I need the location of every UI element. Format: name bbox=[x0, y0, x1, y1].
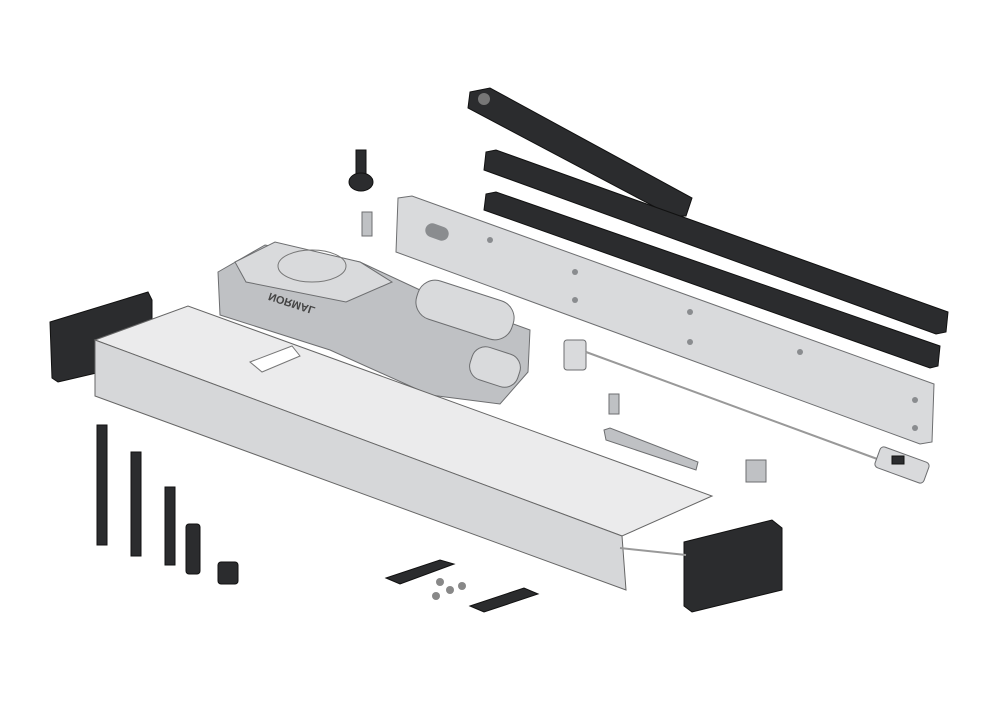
sensor-part bbox=[608, 393, 620, 415]
small-bracket bbox=[745, 459, 767, 483]
cover-profile bbox=[93, 305, 714, 591]
power-supply-cable bbox=[563, 339, 930, 484]
screws bbox=[432, 578, 466, 600]
slide-channel-lower bbox=[483, 191, 941, 369]
slide-channel-upper bbox=[483, 149, 949, 335]
motor-gear-unit: NORMAL bbox=[217, 241, 531, 405]
end-cap-right bbox=[683, 519, 783, 613]
cover-clip bbox=[468, 587, 540, 613]
door-arm bbox=[467, 87, 693, 217]
cover-clip bbox=[384, 559, 456, 585]
connector-cable bbox=[603, 427, 699, 471]
mounting-plate bbox=[395, 195, 935, 445]
drive-spindle bbox=[348, 149, 374, 237]
mounting-bolts bbox=[96, 424, 239, 585]
